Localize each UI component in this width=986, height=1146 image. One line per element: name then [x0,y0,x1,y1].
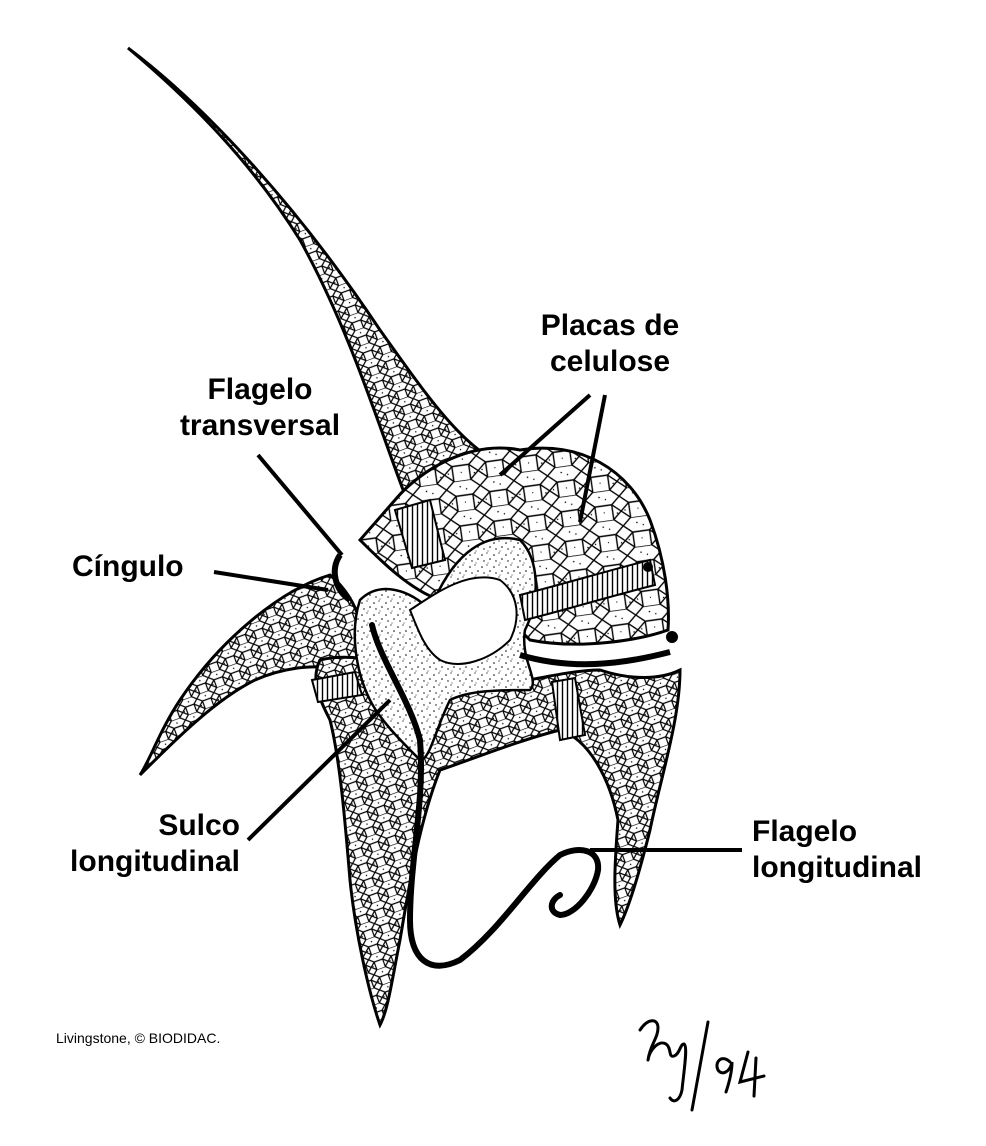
label-placas-line-1: Placas de [540,309,680,342]
cingulum-band-right [518,558,657,622]
callout-cingulo [213,570,329,592]
label-flagelo-transversal: Flagelo transversal [150,372,370,444]
sulcus-gap [408,576,518,665]
label-cingulo-text: Cíngulo [72,550,184,583]
label-placas-de-celulose: Placas de celulose [520,308,700,380]
hypotheca [314,655,682,1029]
label-sulco-longitudinal: Sulco longitudinal [40,808,240,880]
label-flagelo-longitudinal: Flagelo longitudinal [752,814,952,886]
credit-text: Livingstone, © BIODIDAC. [56,1030,221,1046]
cingulum-band-left [310,670,364,704]
transverse-flagellum-left [331,553,352,603]
transverse-flagellum [519,649,671,668]
label-placas-line-2: celulose [549,345,671,378]
cingulum-band-upper [393,498,447,570]
callout-flagelo-transversal [256,453,344,557]
label-sulco-line-1: Sulco [158,809,240,842]
cingulum-band-lower [550,676,587,742]
label-flagelo-transversal-line-1: Flagelo [207,373,313,406]
callout-sulco [246,698,392,842]
longitudinal-flagellum [369,622,602,969]
label-sulco-line-2: longitudinal [70,845,240,878]
label-flagelo-longitudinal-line-1: Flagelo [752,815,858,848]
label-cingulo: Cíngulo [72,549,212,585]
label-flagelo-transversal-line-2: transversal [179,409,341,442]
callout-placas-1 [498,393,592,477]
callout-placas-2 [578,394,607,523]
handwritten-signature [638,1019,766,1112]
label-flagelo-longitudinal-line-2: longitudinal [752,851,922,884]
